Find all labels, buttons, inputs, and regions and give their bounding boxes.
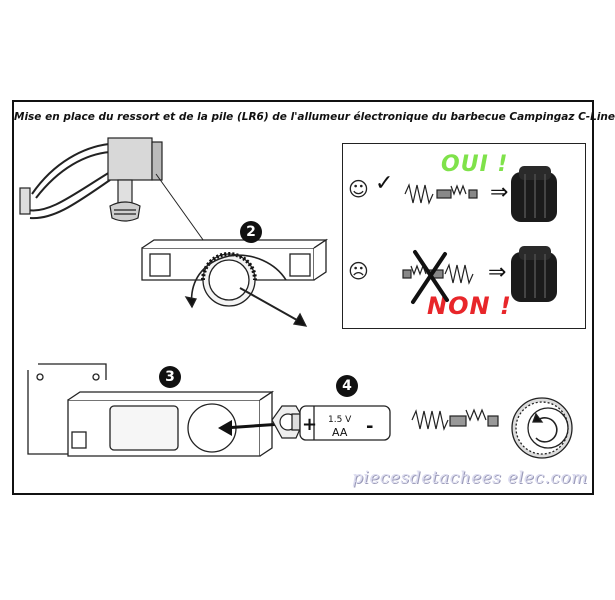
frowning-face-icon: ☹ [348, 259, 369, 283]
smiling-face-icon: ☺ [348, 177, 369, 201]
aa-battery [291, 405, 391, 441]
correct-label: OUI ! [441, 152, 509, 177]
battery-holder [27, 363, 275, 457]
watermark-text: piecesdetachees elec.com [352, 468, 588, 488]
correct-knob [511, 166, 557, 222]
diagram-illustration: + 1.5 V AA - [19, 137, 573, 459]
comparison-panel: OUI ! NON ! ☺ ☹ ✓ ⇒ ⇒ [342, 143, 586, 329]
diagram-title: Mise en place du ressort et de la pile (… [14, 111, 615, 123]
battery-minus: - [366, 416, 373, 437]
igniter-module [19, 137, 207, 245]
arrow-right-icon: ⇒ [488, 260, 507, 285]
wrong-knob [511, 246, 557, 302]
insertion-arrow [218, 420, 283, 436]
ignition-knob [511, 397, 573, 459]
step-4-badge: 4 [336, 375, 358, 397]
igniter-housing [141, 238, 329, 327]
battery-voltage: 1.5 V [328, 415, 352, 425]
comparison-drawings [402, 166, 557, 304]
wrong-cross-icon [411, 250, 449, 304]
battery-plus: + [302, 414, 317, 435]
check-mark-icon: ✓ [375, 171, 394, 196]
ignition-spring [411, 408, 499, 431]
step-3-badge: 3 [159, 366, 181, 388]
arrow-right-icon: ⇒ [490, 180, 509, 205]
correct-spring-assembly [404, 183, 478, 205]
wrong-label: NON ! [427, 292, 512, 320]
battery-size: AA [332, 426, 348, 439]
step-2-badge: 2 [240, 221, 262, 243]
instruction-diagram: Mise en place du ressort et de la pile (… [12, 100, 615, 495]
